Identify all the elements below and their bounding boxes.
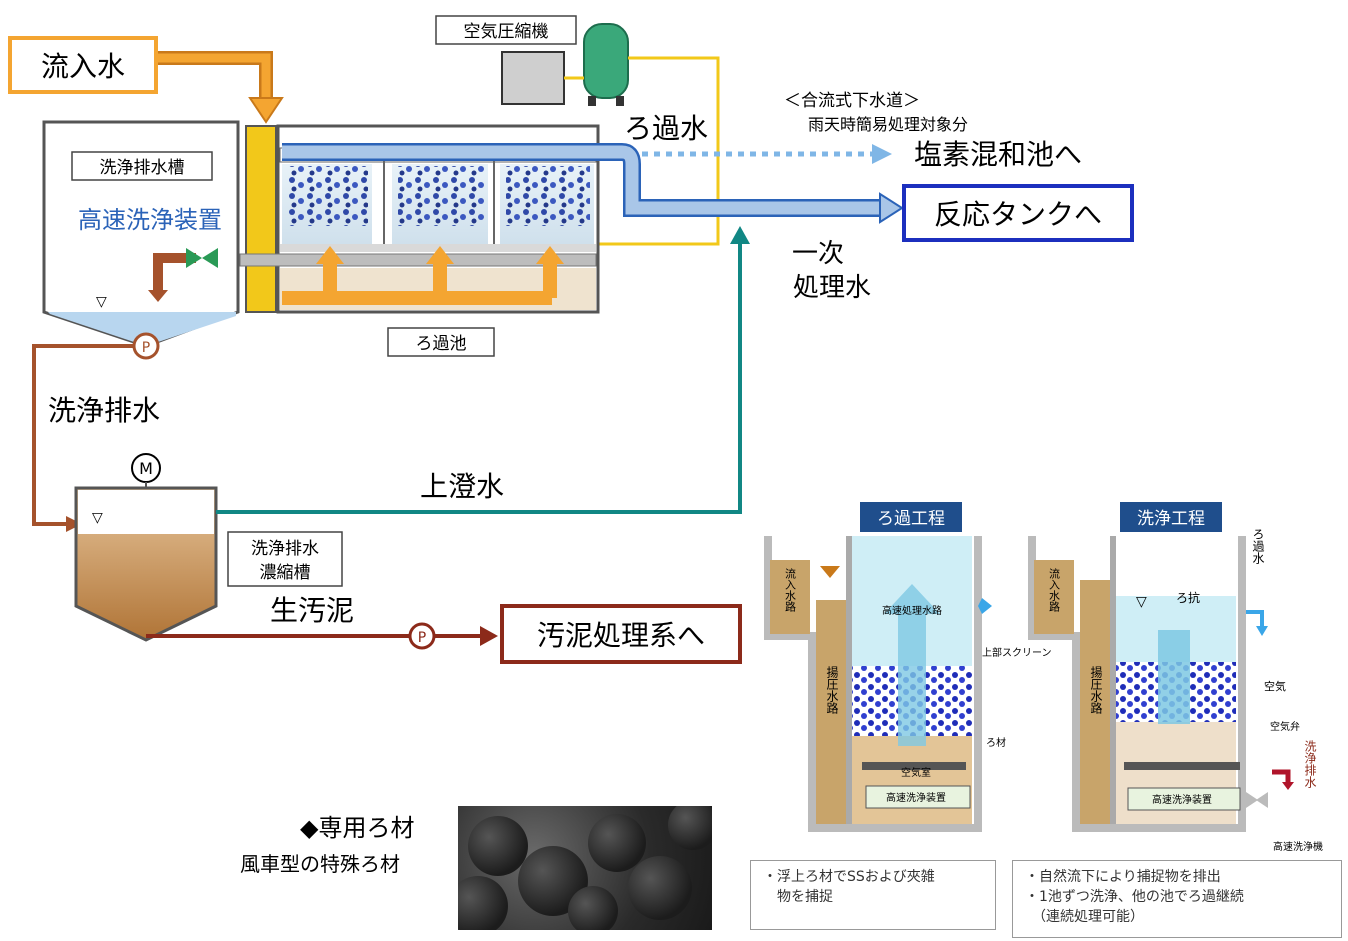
wash-valve: [186, 248, 202, 268]
wash-step-note: ・自然流下により捕捉物を排出 ・1池ずつ洗浄、他の池でろ過継続 （連続処理可能）: [1012, 860, 1342, 938]
media-photo: [458, 806, 712, 930]
filtered-water-label: ろ過水: [624, 112, 708, 145]
svg-text:P: P: [142, 340, 150, 356]
filter-step-vessel: [764, 536, 982, 832]
drain-wash-room-label: 高速洗浄装置: [1152, 793, 1212, 806]
hs-wash-device-label: 高速洗浄装置: [78, 206, 222, 234]
air-valve-label: 空気弁: [1270, 720, 1300, 733]
pressure-channel-v2: 揚圧水路: [1089, 666, 1103, 715]
primary-water-label-2: 処理水: [793, 273, 871, 303]
svg-text:M: M: [139, 459, 153, 478]
hs-channel-label: 高速処理水路: [882, 604, 942, 617]
filter-step-badge: [860, 502, 962, 532]
svg-text:P: P: [418, 630, 426, 646]
wash-outlet-pipe: [153, 253, 196, 292]
wash-step-badge: [1120, 502, 1222, 532]
sludge-process-box: [500, 604, 742, 664]
wash-tank-label: 洗浄排水槽: [100, 158, 185, 178]
combined-sewer-label: ＜合流式下水道＞: [784, 91, 920, 111]
inflow-column: [245, 125, 277, 313]
wash-drain-v-label: 洗浄排水: [1303, 740, 1317, 788]
filter-basin-label-box: [387, 327, 495, 357]
filter-up-arrow: [884, 584, 940, 746]
wash-air-column: [1158, 630, 1190, 724]
air-chamber-label: 空気室: [901, 766, 931, 779]
hs-wash-room-label: 高速洗浄装置: [886, 791, 946, 804]
loss-label: ろ抗: [1176, 590, 1200, 605]
thickener-water-mark: ▽: [92, 510, 103, 526]
wash-water-level: ▽: [1136, 594, 1147, 610]
to-reaction-label: 反応タンクへ: [934, 198, 1102, 231]
air-line: [596, 56, 720, 246]
wash-step-vessel: [1028, 536, 1246, 832]
inflow-channel-v: 流入水路: [784, 567, 797, 613]
filter-step-note: ・浮上ろ材でSSおよび夾雑 物を捕捉: [750, 860, 996, 930]
media-cell-3: [506, 166, 590, 226]
rain-target-label: 雨天時簡易処理対象分: [808, 115, 968, 134]
media-cell-2: [398, 166, 484, 226]
inflow-arrow: [158, 51, 273, 100]
supernatant-line: [216, 240, 742, 514]
wash-tank-label-box: [71, 151, 213, 181]
air-tank: [583, 23, 629, 99]
air-compressor-label: 空気圧縮機: [464, 22, 549, 42]
thickener-label-1: 洗浄排水: [251, 539, 319, 559]
supernatant-label: 上澄水: [420, 470, 504, 503]
filter-step-label: ろ過工程: [877, 509, 945, 529]
raw-sludge-label: 生汚泥: [270, 594, 354, 627]
inflow-box: [8, 36, 158, 94]
wash-drain-label: 洗浄排水: [48, 394, 160, 427]
air-compressor-label-box: [435, 15, 577, 45]
to-sludge-label: 汚泥処理系へ: [537, 619, 705, 652]
media-title: ◆専用ろ材: [300, 814, 415, 842]
water-level-mark: ▽: [96, 294, 107, 310]
wash-drain-line: [32, 344, 136, 526]
pressure-channel-v: 揚圧水路: [825, 666, 839, 715]
thickener-label-2: 濃縮槽: [260, 563, 311, 583]
filter-basin-label: ろ過池: [416, 334, 467, 354]
filtered-v-label: ろ過水: [1251, 528, 1265, 564]
primary-water-label-1: 一次: [792, 239, 844, 269]
inflow-label: 流入水: [41, 50, 125, 83]
air-label: 空気: [1264, 679, 1286, 693]
thickener-label-box: [227, 531, 343, 587]
reaction-tank-box: [902, 184, 1134, 242]
media-subtitle: 風車型の特殊ろ材: [240, 852, 400, 876]
hs-wash-pump-label: 高速洗浄機: [1273, 840, 1323, 853]
compressor-unit: [501, 51, 565, 105]
media-cell-1: [288, 166, 368, 226]
sludge-pump: [408, 622, 436, 650]
inflow-channel-v2: 流入水路: [1048, 567, 1061, 613]
to-chlorine-label: 塩素混和池へ: [914, 138, 1082, 171]
wash-step-label: 洗浄工程: [1137, 509, 1205, 529]
upper-screen-label: 上部スクリーン: [982, 646, 1052, 659]
media-label: ろ材: [986, 736, 1006, 749]
wash-pump: [132, 332, 160, 360]
